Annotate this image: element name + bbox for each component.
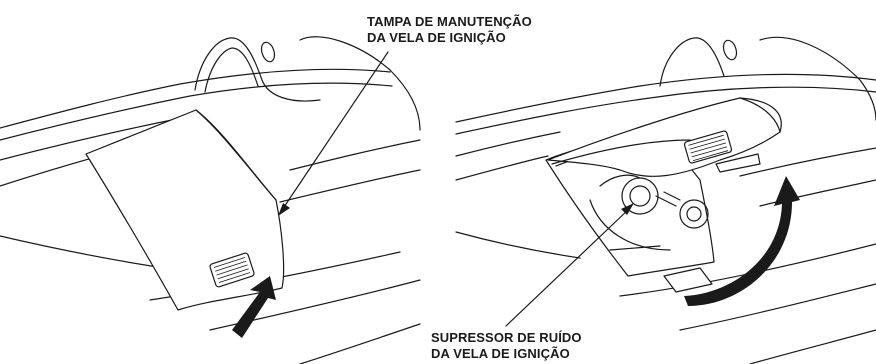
suppressor-leader-line	[505, 207, 631, 327]
cover-label-line1: TAMPA DE MANUTENÇÃO	[367, 14, 532, 29]
suppressor-label-line2: DA VELA DE IGNIÇÃO	[431, 346, 570, 361]
suppressor-leader-arrowhead	[621, 203, 634, 215]
right-panel-open-cover	[455, 36, 876, 364]
suppressor-label: SUPRESSOR DE RUÍDO DA VELA DE IGNIÇÃO	[431, 330, 582, 362]
cover-leader-arrowhead	[278, 203, 290, 216]
suppressor-label-line1: SUPRESSOR DE RUÍDO	[431, 330, 582, 345]
cover-label-line2: DA VELA DE IGNIÇÃO	[367, 30, 506, 45]
cover-label: TAMPA DE MANUTENÇÃO DA VELA DE IGNIÇÃO	[367, 14, 532, 46]
cover-leader-line	[281, 51, 389, 211]
left-panel-closed-cover	[0, 36, 421, 364]
